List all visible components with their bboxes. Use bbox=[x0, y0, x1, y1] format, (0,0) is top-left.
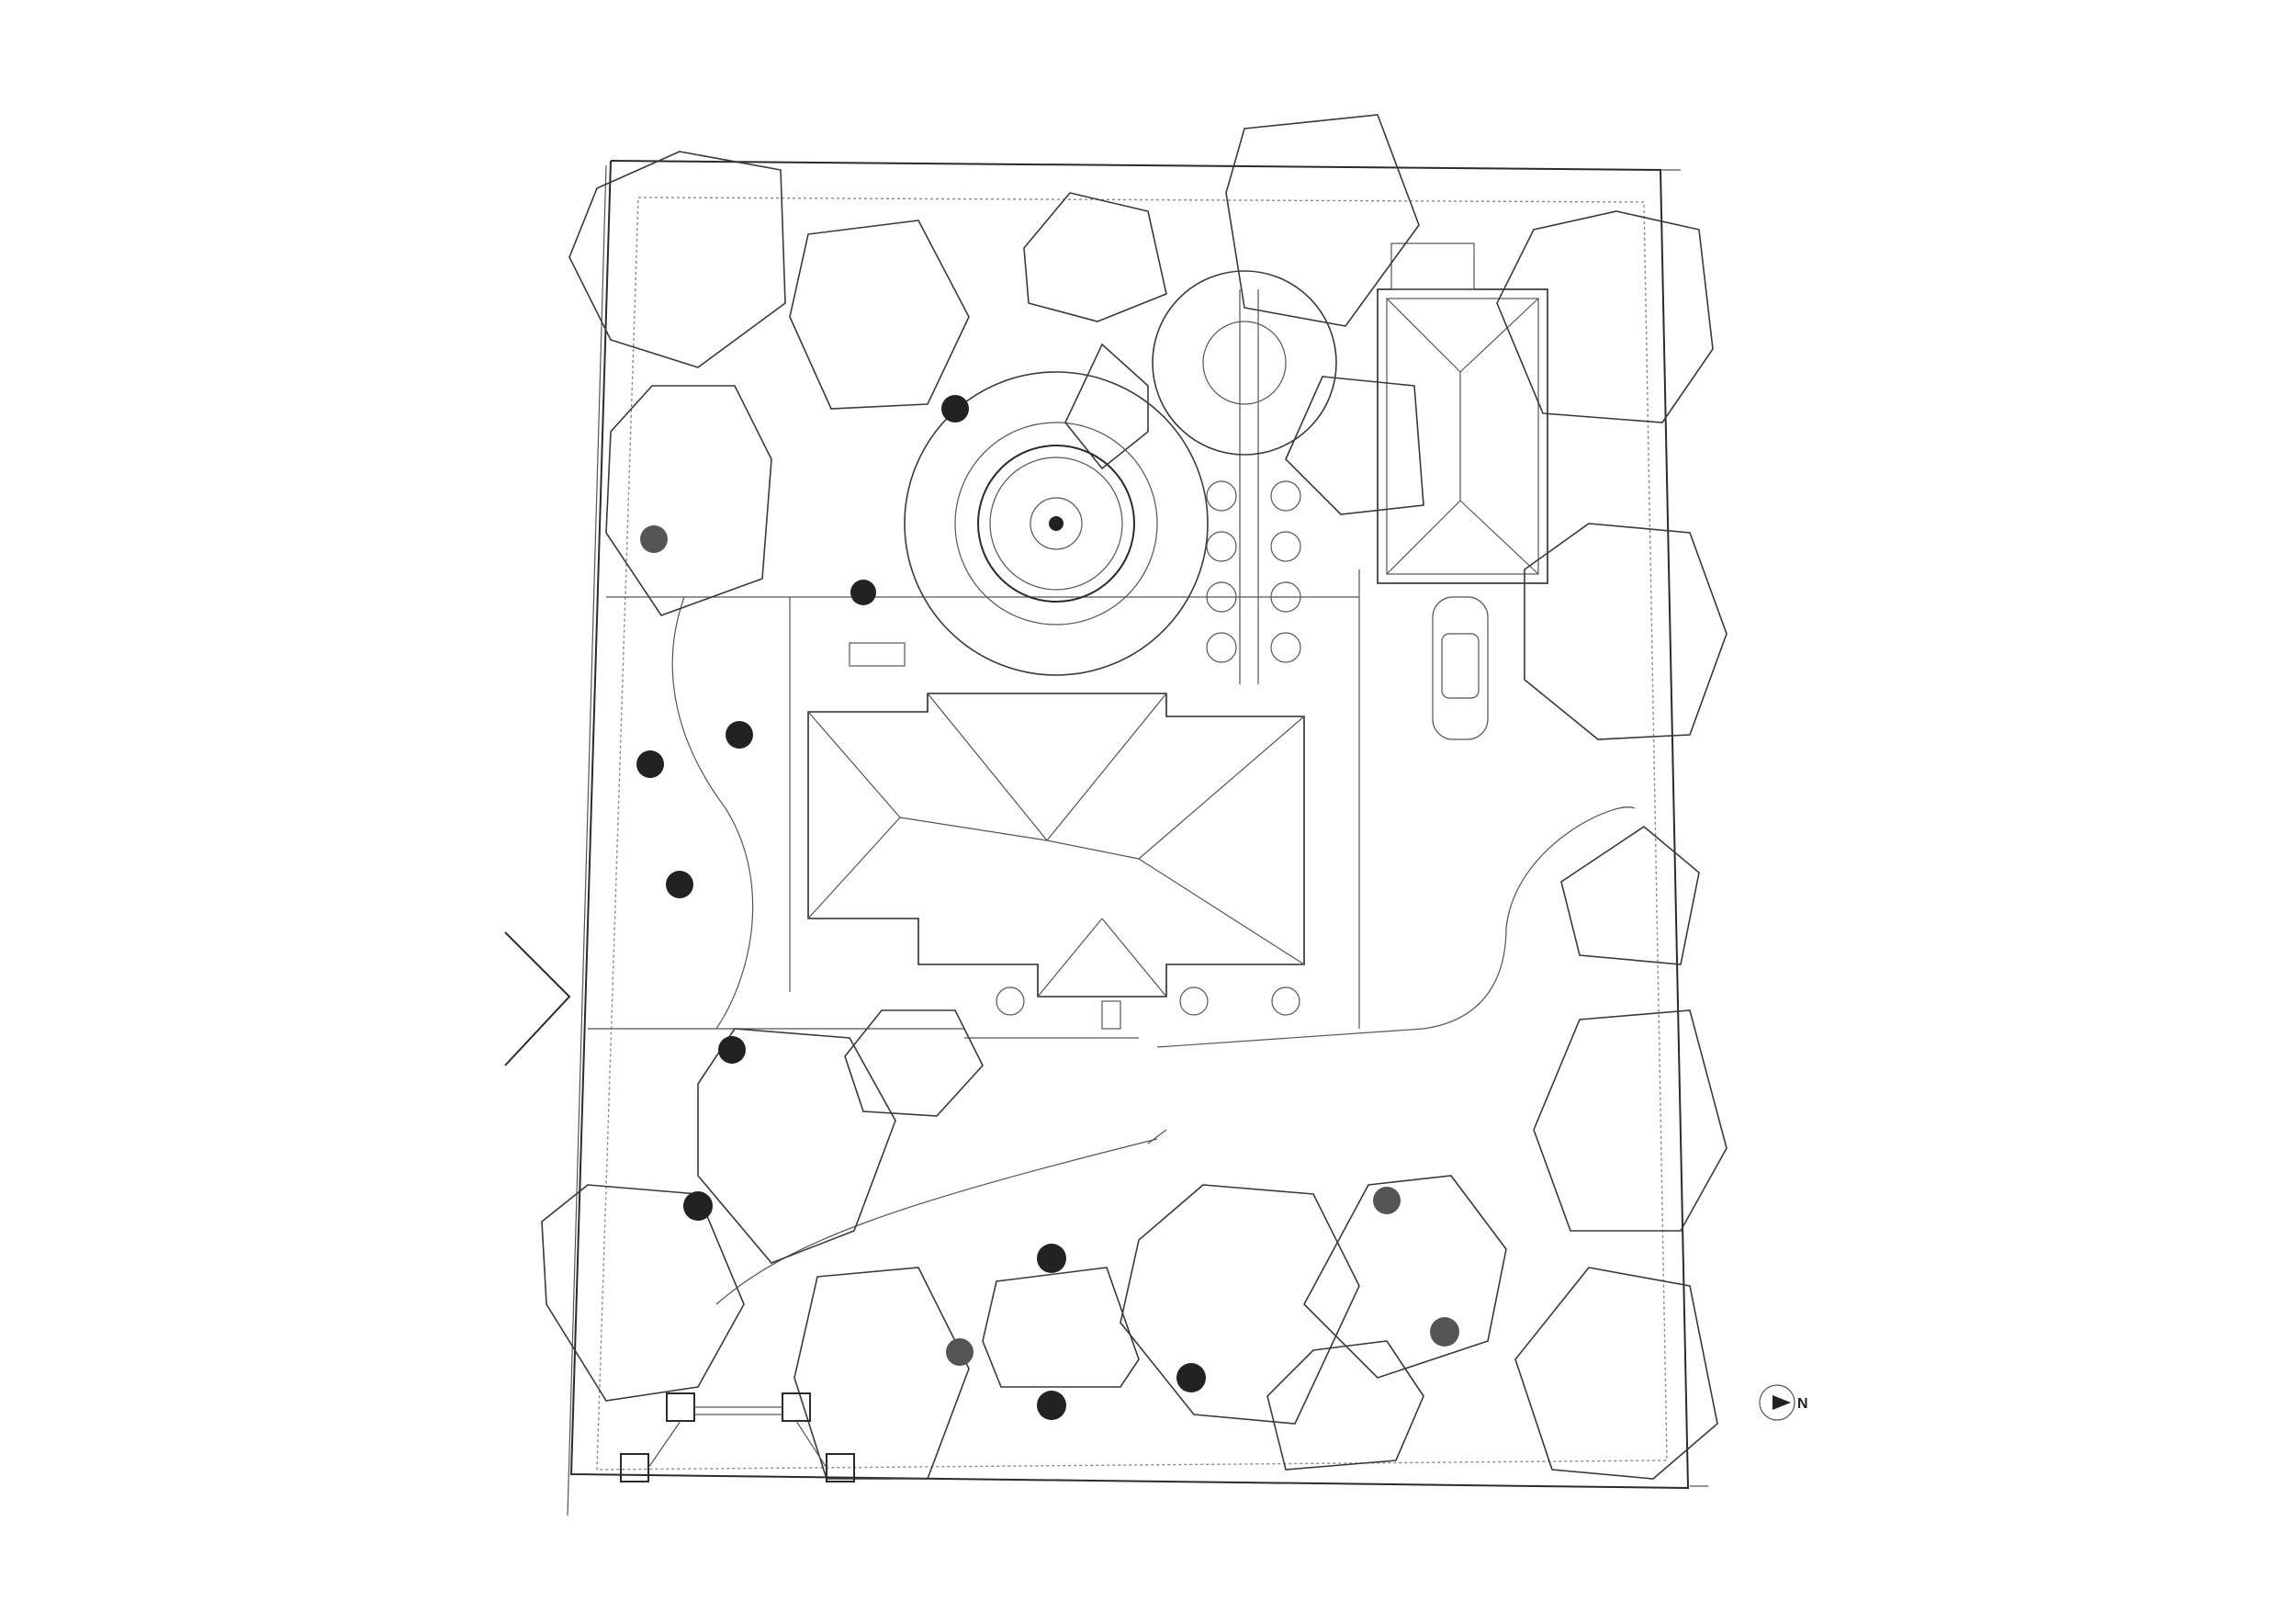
north-arrow: N bbox=[1759, 1384, 1808, 1421]
perimeter-hedge bbox=[596, 197, 1668, 1471]
fountain-garden bbox=[904, 270, 1337, 676]
shrub-outlines bbox=[996, 480, 1301, 1016]
house bbox=[807, 693, 1305, 1030]
entry-gate bbox=[620, 1392, 855, 1482]
dark-shrubs bbox=[636, 395, 1459, 1420]
property-boundary bbox=[567, 160, 1708, 1516]
garden-lines bbox=[588, 289, 1636, 1305]
car bbox=[1432, 596, 1489, 740]
north-arrow-label: N bbox=[1797, 1396, 1808, 1412]
garage bbox=[1377, 242, 1548, 584]
entry-arrow bbox=[504, 931, 571, 1066]
bench bbox=[849, 642, 906, 667]
